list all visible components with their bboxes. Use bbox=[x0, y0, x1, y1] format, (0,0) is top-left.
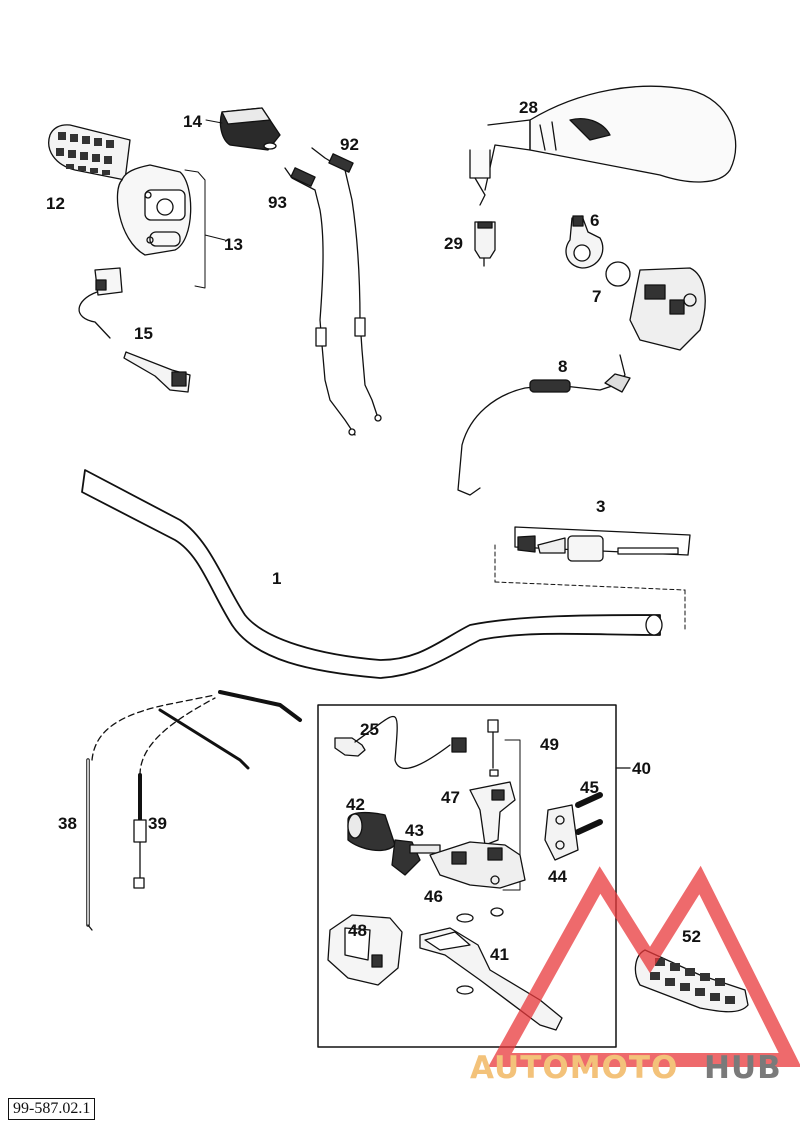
callout-93: 93 bbox=[268, 193, 287, 212]
callout-38: 38 bbox=[58, 814, 77, 833]
callout-47: 47 bbox=[441, 788, 460, 807]
callout-42: 42 bbox=[346, 795, 365, 814]
watermark-logo bbox=[488, 865, 800, 1067]
clutch-switch-25 bbox=[334, 715, 467, 770]
handguard-48 bbox=[327, 914, 403, 986]
switch-housing bbox=[629, 267, 706, 351]
callout-14: 14 bbox=[183, 112, 202, 131]
lever-bracket-47 bbox=[469, 781, 516, 846]
callout-7: 7 bbox=[592, 287, 601, 306]
watermark-word-hub: HUB bbox=[704, 1050, 782, 1086]
mirror-28 bbox=[469, 85, 737, 206]
callout-labels: 1 3 6 7 8 12 13 14 15 25 28 29 38 39 40 … bbox=[46, 98, 701, 964]
clamp-44 bbox=[544, 804, 579, 861]
callout-12: 12 bbox=[46, 194, 65, 213]
throttle-grip-12 bbox=[48, 124, 192, 256]
callout-92: 92 bbox=[340, 135, 359, 154]
clutch-cable-38 bbox=[86, 694, 250, 931]
callout-48: 48 bbox=[348, 921, 367, 940]
callout-49: 49 bbox=[540, 735, 559, 754]
callout-6: 6 bbox=[590, 211, 599, 230]
callout-28: 28 bbox=[519, 98, 538, 117]
callout-3: 3 bbox=[596, 497, 605, 516]
callout-39: 39 bbox=[148, 814, 167, 833]
throttle-cable-93 bbox=[284, 167, 356, 436]
bar-end-set-3 bbox=[494, 526, 691, 631]
callout-52: 52 bbox=[682, 927, 701, 946]
adjuster-42 bbox=[347, 811, 396, 852]
callout-1: 1 bbox=[272, 569, 281, 588]
callout-43: 43 bbox=[405, 821, 424, 840]
watermark-word-automoto: AUTOMOTO bbox=[470, 1050, 678, 1086]
assembly-40-frame bbox=[317, 704, 617, 1048]
callout-25: 25 bbox=[360, 720, 379, 739]
mirror-adapter-29 bbox=[474, 221, 496, 267]
screws-45 bbox=[575, 792, 603, 835]
throttle-cable-92 bbox=[311, 147, 382, 422]
watermark-text: AUTOMOTO HUB bbox=[470, 1050, 782, 1086]
bolt-49 bbox=[487, 719, 521, 891]
callout-41: 41 bbox=[490, 945, 509, 964]
callout-13: 13 bbox=[224, 235, 243, 254]
reference-number: 99-587.02.1 bbox=[8, 1098, 96, 1120]
callout-46: 46 bbox=[424, 887, 443, 906]
clamp-6 bbox=[565, 215, 604, 269]
callout-29: 29 bbox=[444, 234, 463, 253]
clutch-cable-39 bbox=[133, 690, 302, 889]
grip-52 bbox=[634, 949, 749, 1013]
adjuster-43 bbox=[391, 839, 441, 876]
kill-switch-15 bbox=[78, 267, 191, 393]
cable-8 bbox=[457, 354, 631, 496]
callout-45: 45 bbox=[580, 778, 599, 797]
rubber-cap-14 bbox=[219, 107, 281, 151]
callout-44: 44 bbox=[548, 867, 567, 886]
lever-housing-46 bbox=[429, 841, 526, 889]
callout-40: 40 bbox=[632, 759, 651, 778]
callout-8: 8 bbox=[558, 357, 567, 376]
o-ring-7 bbox=[605, 261, 631, 287]
handlebar-1 bbox=[81, 469, 661, 679]
callout-15: 15 bbox=[134, 324, 153, 343]
